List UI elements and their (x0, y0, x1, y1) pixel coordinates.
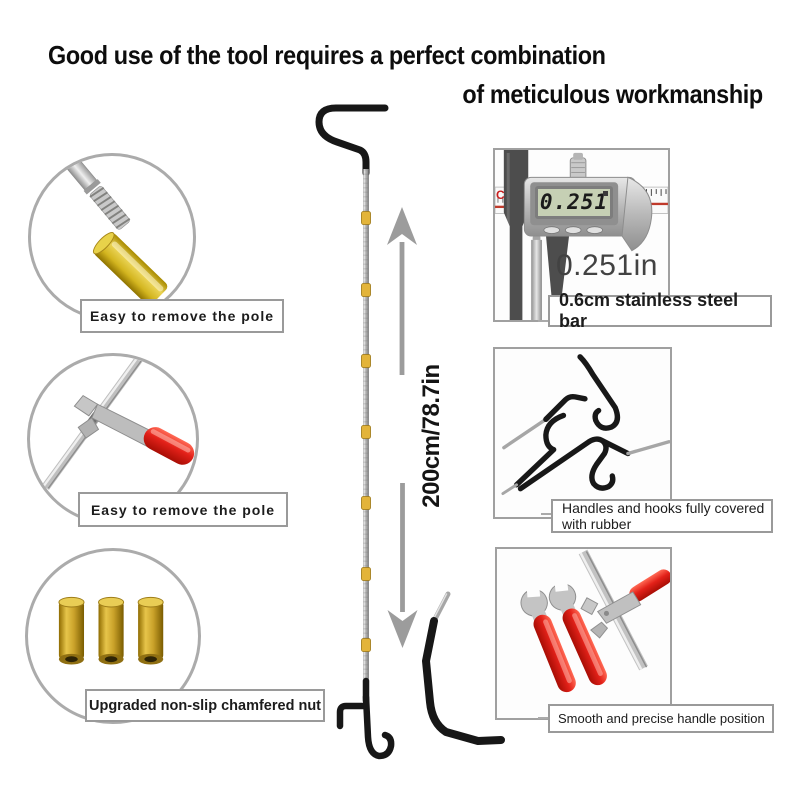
measurement-value-label: 0.251in (556, 249, 658, 282)
brass-nut-icon (137, 596, 164, 665)
lcd-unit-indicator (603, 191, 608, 196)
caption-easy-remove-1: Easy to remove the pole (80, 299, 284, 333)
rubber-hooks-photo (493, 347, 672, 519)
caliper-fixed-jaw (503, 150, 529, 320)
caption-chamfered-nut: Upgraded non-slip chamfered nut (85, 689, 325, 722)
wrench-pole-illustration (41, 356, 195, 490)
leader-line (541, 513, 551, 515)
screw-tip-illustration (63, 156, 168, 306)
down-arrow-icon (387, 483, 418, 648)
threaded-screw-icon (63, 156, 131, 230)
rubber-hook-icon (501, 412, 567, 496)
brass-nuts-illustration (58, 596, 164, 665)
caliper-brand-logo: C (496, 188, 505, 202)
brass-nut-icon (58, 596, 85, 665)
caption-easy-remove-2: Easy to remove the pole (78, 492, 288, 527)
brass-nut-icon (98, 596, 125, 665)
caption-handle-position: Smooth and precise handle position (548, 704, 774, 733)
wrenches-illustration (520, 549, 670, 693)
rubber-hook-icon (577, 354, 621, 431)
caption-steel-bar: 0.6cm stainless steel bar (548, 290, 772, 331)
caliper-lcd-display: 0.251 (535, 186, 613, 219)
lcd-value: 0.251 (539, 190, 609, 214)
yellow-pole-icon (92, 232, 168, 306)
screw-tip-photo (28, 153, 196, 321)
wrenches-photo (495, 547, 672, 720)
bottom-hook-icon (336, 677, 395, 760)
long-reach-pole-illustration (315, 104, 505, 760)
wrench-icon (73, 394, 195, 465)
top-hook-icon (315, 104, 389, 177)
up-arrow-icon (387, 207, 417, 375)
rubber-hooks-illustration (501, 354, 670, 496)
leader-line (538, 320, 548, 322)
measured-steel-bar (531, 234, 542, 320)
bent-hook-piece-icon (422, 591, 505, 745)
title-line-1: Good use of the tool requires a perfect … (48, 40, 606, 70)
leader-line (538, 717, 548, 719)
red-wrench-icon (548, 570, 607, 686)
rubber-hook-icon (502, 393, 588, 450)
pole-length-label: 200cm/78.7in (418, 364, 445, 508)
rubber-hook-icon (517, 436, 670, 492)
caption-rubber-hooks: Handles and hooks fully covered with rub… (551, 499, 773, 533)
wrench-on-rod-icon (580, 569, 670, 639)
red-wrench-icon (520, 576, 576, 693)
title-line-2: of meticulous workmanship (462, 79, 764, 109)
brass-connector-bands (361, 211, 371, 652)
